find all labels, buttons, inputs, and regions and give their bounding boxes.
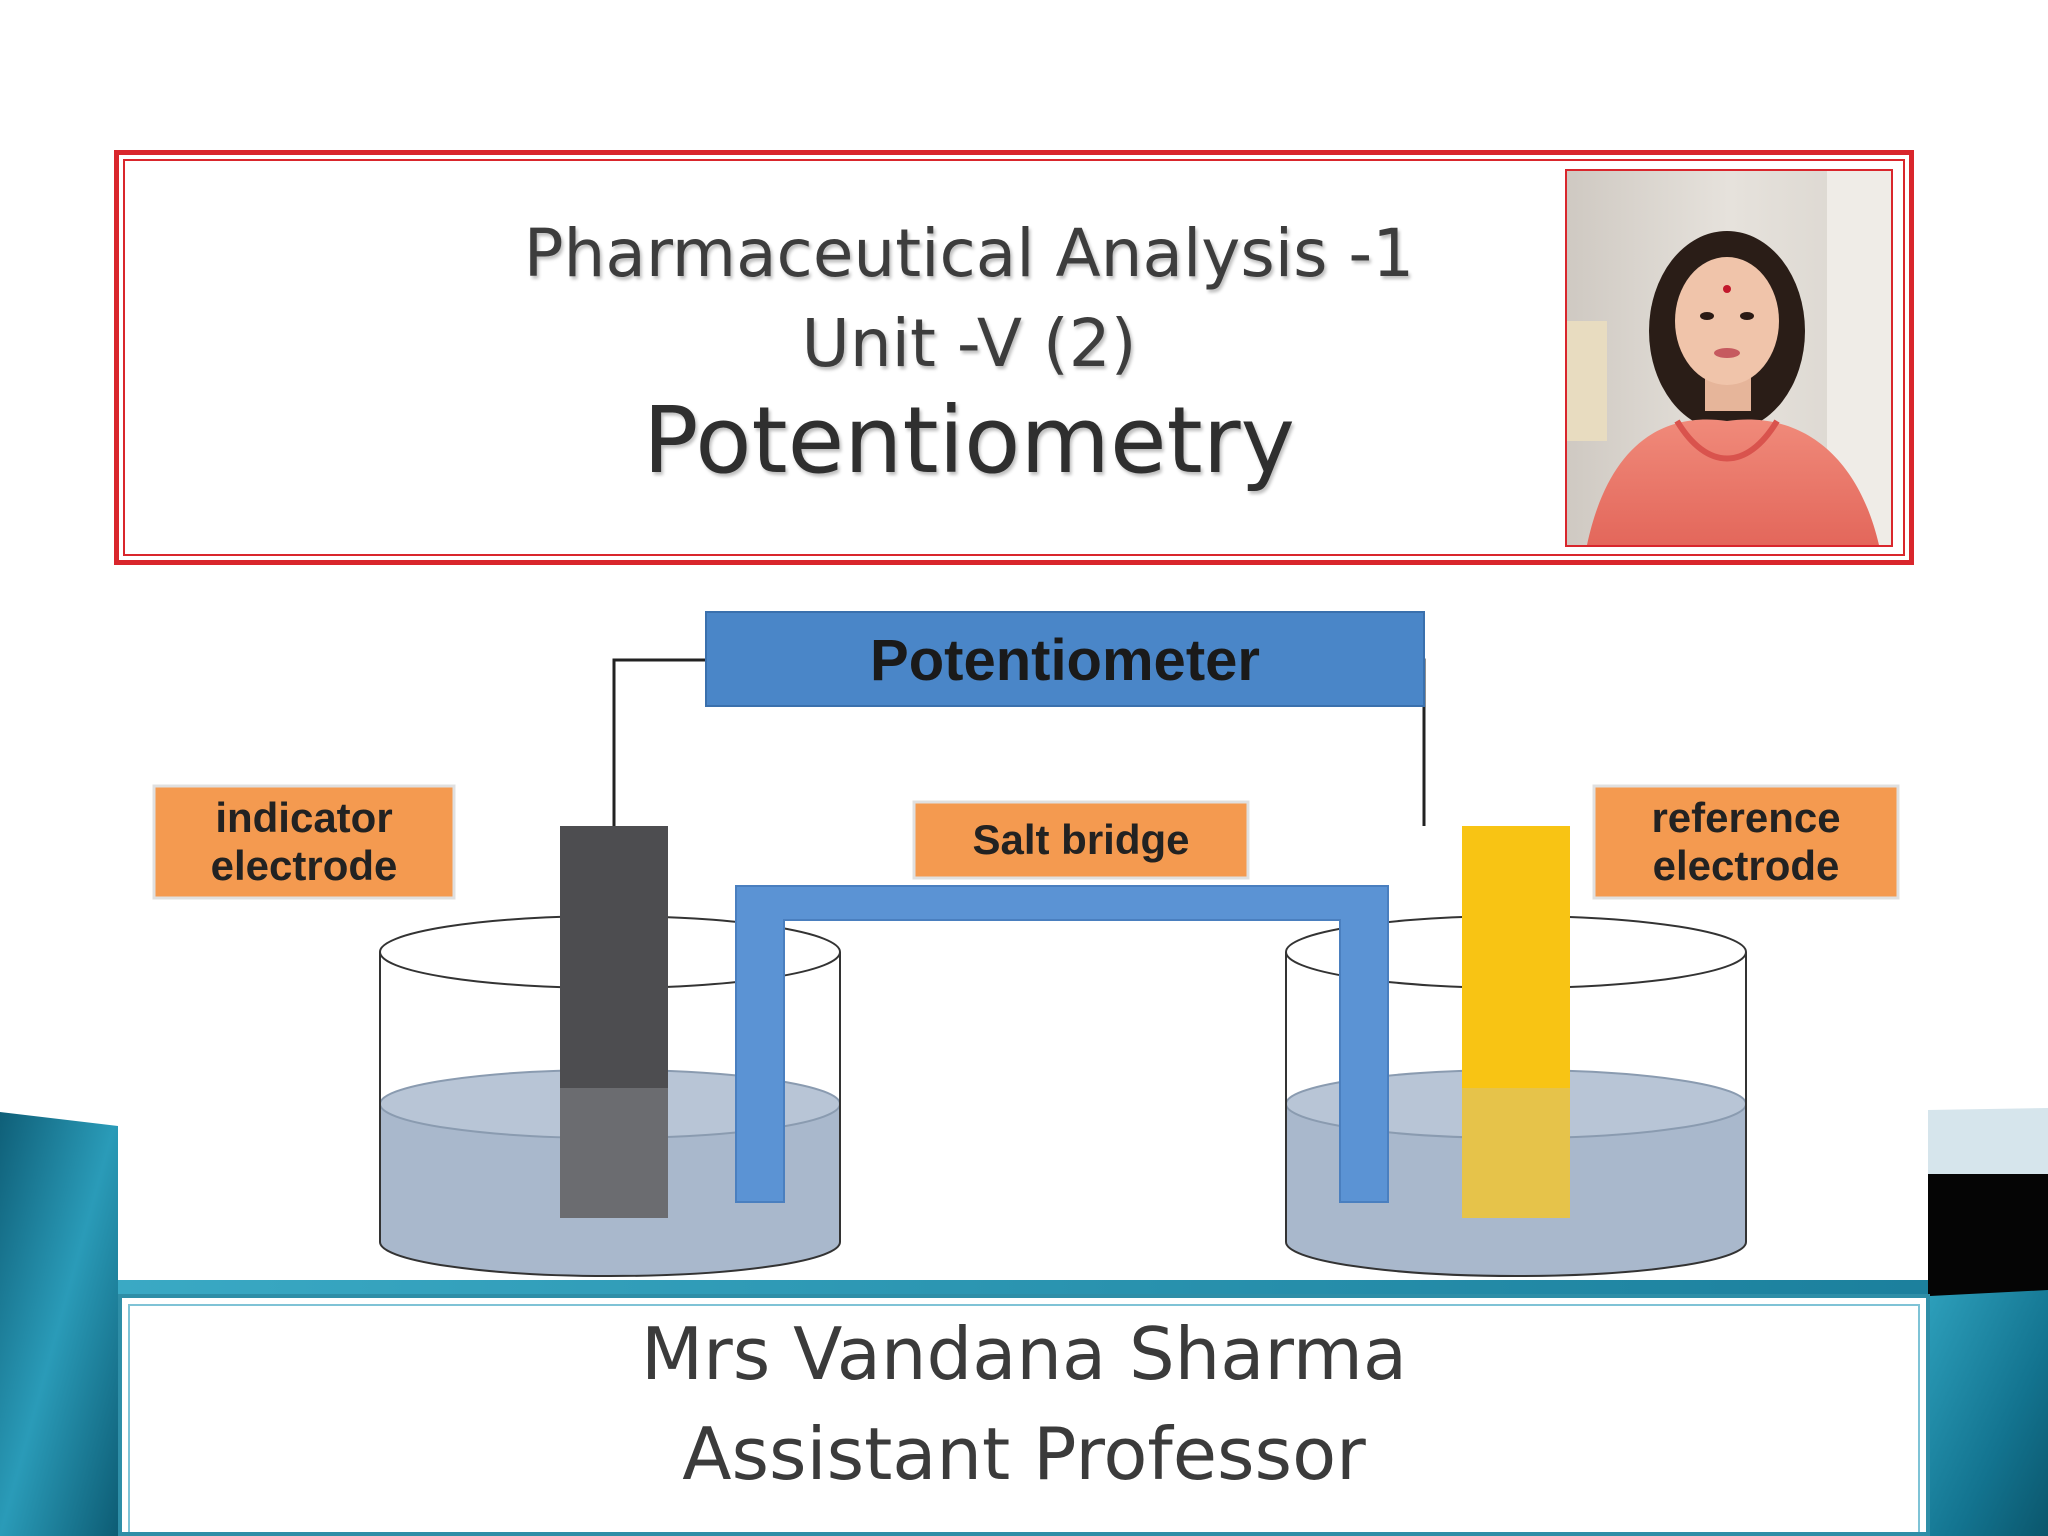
indicator-label-line-1: indicator	[215, 794, 392, 841]
reference-electrode	[1462, 826, 1570, 1088]
reference-label-line-1: reference	[1651, 794, 1840, 841]
potentiometer-box	[705, 611, 1425, 707]
indicator-label-line-2: electrode	[211, 842, 398, 889]
presenter-info-box-inner-border	[128, 1304, 1920, 1532]
presenter-photo-illustration	[1567, 171, 1891, 545]
reference-electrode-submerged	[1462, 1088, 1570, 1218]
reference-label-line-2: electrode	[1653, 842, 1840, 889]
indicator-label-box	[152, 784, 456, 900]
potentiometer-label: Potentiometer	[870, 628, 1260, 693]
potentiometry-diagram: Potentiometer indicator electrode Salt b…	[152, 611, 1900, 1277]
presenter-name: Mrs Vandana Sharma	[640, 1312, 1408, 1396]
title-box-inner-border	[123, 159, 1905, 556]
reference-label-box	[1592, 784, 1900, 900]
topic-title: Potentiometry	[643, 387, 1295, 494]
salt-bridge-label: Salt bridge	[972, 816, 1189, 863]
title-box: Pharmaceutical Analysis -1 Unit -V (2) P…	[114, 150, 1914, 565]
presenter-role: Assistant Professor	[682, 1412, 1366, 1496]
course-title: Pharmaceutical Analysis -1	[523, 215, 1415, 292]
presenter-info-box: Mrs Vandana Sharma Assistant Professor	[118, 1294, 1930, 1536]
presenter-photo	[1565, 169, 1893, 547]
left-wire	[612, 658, 708, 826]
salt-bridge	[735, 885, 1389, 1203]
salt-bridge-label-box	[912, 800, 1250, 880]
unit-title: Unit -V (2)	[801, 305, 1137, 382]
indicator-electrode-submerged	[560, 1088, 668, 1218]
indicator-electrode	[560, 826, 668, 1088]
